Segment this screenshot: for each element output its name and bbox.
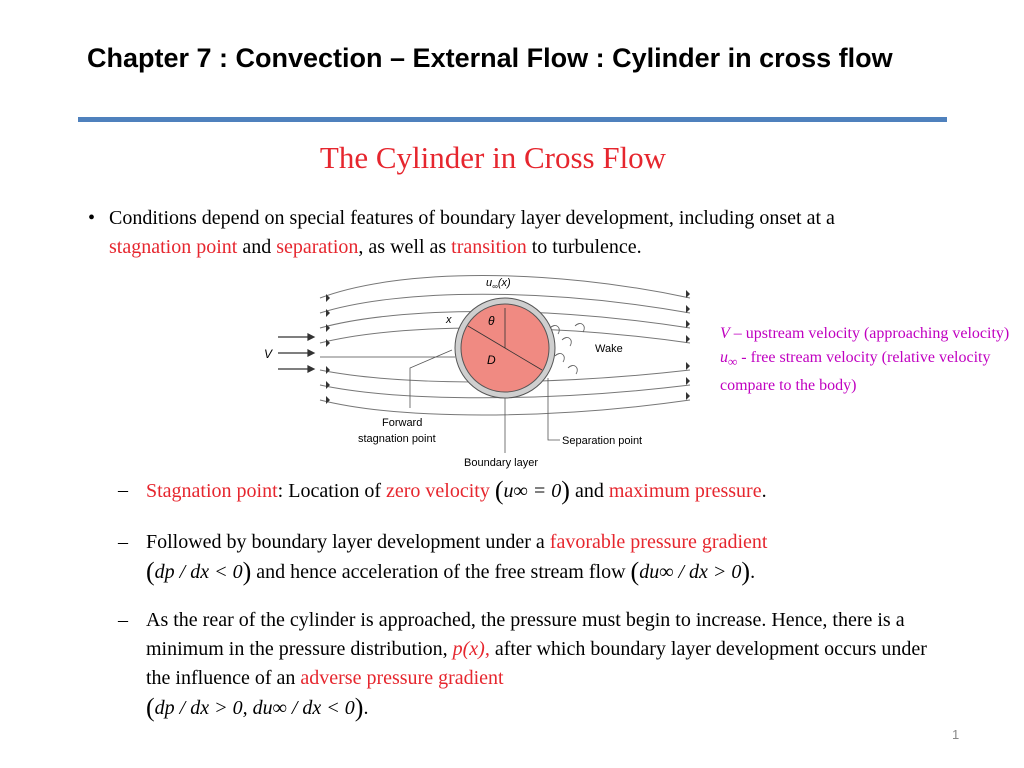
cylinder-flow-diagram: V θ D x u∞(x) Wake Forward stagnation po… bbox=[264, 275, 691, 469]
sub-bullet-adverse: – As the rear of the cylinder is approac… bbox=[118, 609, 927, 722]
inlet-arrows bbox=[278, 333, 316, 373]
u-inf-label: u∞(x) bbox=[486, 277, 511, 291]
legend-v: V – upstream velocity (approaching veloc… bbox=[720, 325, 1010, 342]
boundary-layer-label: Boundary layer bbox=[464, 457, 538, 469]
wake-swirls bbox=[549, 323, 585, 375]
diameter-label: D bbox=[487, 353, 496, 367]
v-label: V bbox=[264, 347, 273, 361]
term-stagnation-point: stagnation point bbox=[109, 236, 238, 258]
bullet-dot: • bbox=[88, 207, 96, 229]
bullet-text: Conditions depend on special features of… bbox=[109, 207, 835, 258]
math-du-dx-positive: du∞ / dx > 0 bbox=[639, 561, 742, 583]
legend-u: u∞ - free stream velocity (relative velo… bbox=[720, 349, 991, 394]
sub-bullet-favorable: – Followed by boundary layer development… bbox=[118, 531, 768, 586]
section-heading: The Cylinder in Cross Flow bbox=[319, 140, 667, 175]
math-u-inf-zero: u∞ = 0 bbox=[503, 480, 562, 502]
separation-point-label: Separation point bbox=[562, 435, 642, 447]
term-separation: separation bbox=[276, 236, 359, 258]
x-label: x bbox=[445, 314, 452, 326]
streamline-arrows bbox=[326, 290, 690, 404]
forward-label-2: stagnation point bbox=[358, 433, 436, 445]
sub-bullet-stagnation: – Stagnation point: Location of zero vel… bbox=[118, 476, 767, 505]
bullet-conditions: • Conditions depend on special features … bbox=[88, 204, 908, 262]
velocity-legend: V – upstream velocity (approaching veloc… bbox=[720, 322, 1020, 398]
theta-label: θ bbox=[488, 314, 495, 328]
slide-title: Chapter 7 : Convection – External Flow :… bbox=[87, 43, 893, 73]
math-adverse: dp / dx > 0, du∞ / dx < 0 bbox=[154, 697, 355, 719]
math-dp-dx-negative: dp / dx < 0 bbox=[154, 561, 243, 583]
term-transition: transition bbox=[451, 236, 527, 258]
wake-label: Wake bbox=[595, 343, 623, 355]
page-number: 1 bbox=[952, 727, 960, 742]
title-divider bbox=[78, 117, 947, 122]
forward-label-1: Forward bbox=[382, 417, 422, 429]
